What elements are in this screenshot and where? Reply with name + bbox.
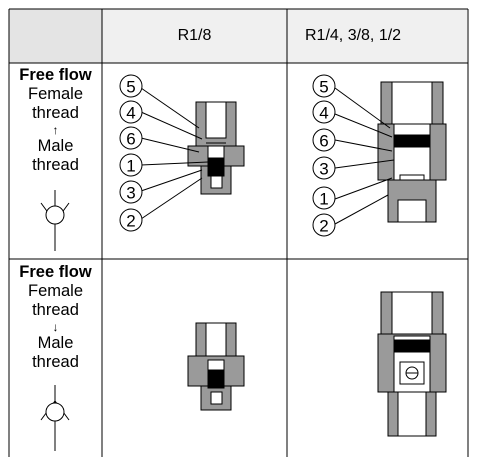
callout-label: 2 [126, 212, 135, 231]
row1-male: Male [37, 137, 74, 155]
callout-label: 6 [319, 132, 328, 151]
callouts-r14 [312, 74, 336, 237]
callout-label: 4 [126, 104, 135, 123]
leader-lines-r14 [334, 87, 395, 225]
callout-label: 3 [126, 184, 135, 203]
row1-thread-a: thread [32, 104, 79, 122]
row2-male: Male [37, 334, 74, 352]
valve-r18-row2 [187, 322, 245, 411]
callout-label: 3 [319, 160, 328, 179]
valve-r14-row1 [377, 81, 447, 223]
header-empty-cell [9, 9, 102, 63]
table-grid-lines [8, 8, 469, 457]
row1-title: Free flow [19, 66, 92, 84]
callout-circle [312, 213, 336, 237]
callouts-r18 [119, 74, 143, 232]
callout-circle [312, 74, 336, 98]
row2-arrow: ↓ [52, 320, 59, 334]
check-valve-symbol-row2 [40, 385, 70, 451]
header-r14-38-12: R1/4, 3/8, 1/2 [287, 9, 467, 63]
row2-thread-b: thread [32, 353, 79, 371]
callout-circle [312, 186, 336, 210]
callout-label: 6 [126, 130, 135, 149]
callout-label: 1 [319, 190, 328, 209]
row2-label: Free flow Female thread ↓ Male thread [9, 263, 102, 453]
header-r18-label: R1/8 [177, 27, 212, 44]
check-valve-symbol-row1 [40, 190, 70, 251]
callout-label: 2 [319, 217, 328, 236]
row1-female: Female [27, 85, 84, 103]
header-r14-label: R1/4, 3/8, 1/2 [305, 27, 402, 44]
header-r18: R1/8 [102, 9, 287, 63]
callout-label: 4 [319, 104, 328, 123]
row2-thread-a: thread [32, 301, 79, 319]
callout-labels-r18: 5 4 6 1 3 2 [126, 78, 135, 231]
callout-circle [119, 126, 143, 150]
valve-r14-row2 [377, 291, 447, 437]
leader-lines-r18 [140, 87, 209, 220]
callout-label: 1 [126, 157, 135, 176]
callout-labels-r14: 5 4 6 3 1 2 [319, 78, 328, 236]
callout-circle [119, 208, 143, 232]
row1-thread-b: thread [32, 156, 79, 174]
row2-title: Free flow [19, 263, 92, 281]
callout-label: 5 [319, 78, 328, 97]
callout-circle [312, 128, 336, 152]
row1-arrow: ↑ [52, 123, 59, 137]
callout-circle [119, 100, 143, 124]
callout-label: 5 [126, 78, 135, 97]
callout-circle [119, 180, 143, 204]
row1-label: Free flow Female thread ↑ Male thread [9, 66, 102, 256]
callout-circle [119, 74, 143, 98]
row2-female: Female [27, 282, 84, 300]
callout-circle [312, 156, 336, 180]
callout-circle [119, 153, 143, 177]
callout-circle [312, 100, 336, 124]
valve-r18-row1 [187, 101, 245, 195]
